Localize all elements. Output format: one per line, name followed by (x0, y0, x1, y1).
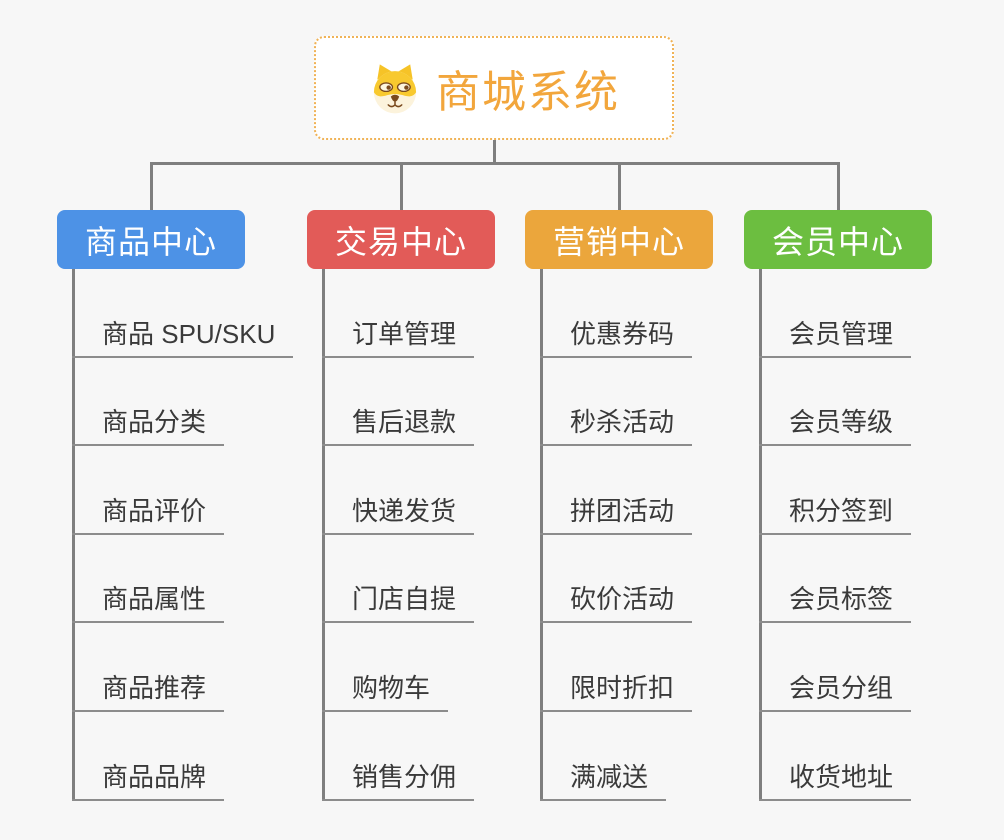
dog-face-icon (373, 64, 417, 114)
leaf-topic[interactable]: 商品分类 (72, 404, 225, 446)
branch-node-member-center[interactable]: 会员中心 (744, 210, 932, 269)
leaf-topic[interactable]: 积分签到 (759, 493, 912, 535)
connector-column-line (759, 269, 762, 801)
leaf-topic[interactable]: 拼团活动 (540, 493, 693, 535)
connector-column-line (322, 269, 325, 801)
leaf-topic[interactable]: 购物车 (322, 670, 449, 712)
leaf-topic[interactable]: 销售分佣 (322, 759, 475, 801)
leaf-topic[interactable]: 商品属性 (72, 581, 225, 623)
leaf-topic[interactable]: 收货地址 (759, 759, 912, 801)
connector-root-drop (493, 140, 496, 165)
branch-label: 交易中心 (334, 223, 467, 260)
connector-column-line (540, 269, 543, 801)
leaf-topic[interactable]: 秒杀活动 (540, 404, 693, 446)
connector-branch-drop (400, 162, 403, 210)
leaf-topic[interactable]: 商品评价 (72, 493, 225, 535)
branch-label: 营销中心 (552, 223, 685, 260)
leaf-topic[interactable]: 商品推荐 (72, 670, 225, 712)
leaf-topic[interactable]: 订单管理 (322, 316, 475, 358)
leaf-topic[interactable]: 快递发货 (322, 493, 475, 535)
branch-node-product-center[interactable]: 商品中心 (57, 210, 245, 269)
connector-horizontal (150, 162, 840, 165)
leaf-topic[interactable]: 会员分组 (759, 670, 912, 712)
leaf-topic[interactable]: 满减送 (540, 759, 667, 801)
leaf-topic[interactable]: 商品品牌 (72, 759, 225, 801)
leaf-topic[interactable]: 砍价活动 (540, 581, 693, 623)
connector-branch-drop (618, 162, 621, 210)
leaf-topic[interactable]: 售后退款 (322, 404, 475, 446)
connector-branch-drop (150, 162, 153, 210)
branch-node-trade-center[interactable]: 交易中心 (307, 210, 495, 269)
branch-label: 会员中心 (771, 223, 904, 260)
connector-column-line (72, 269, 75, 801)
branch-label: 商品中心 (84, 223, 217, 260)
connector-branch-drop (837, 162, 840, 210)
leaf-topic[interactable]: 会员标签 (759, 581, 912, 623)
leaf-topic[interactable]: 限时折扣 (540, 670, 693, 712)
leaf-topic[interactable]: 会员管理 (759, 316, 912, 358)
branch-node-marketing-center[interactable]: 营销中心 (525, 210, 713, 269)
root-label: 商城系统 (436, 68, 620, 117)
leaf-topic[interactable]: 商品 SPU/SKU (72, 316, 294, 358)
leaf-topic[interactable]: 门店自提 (322, 581, 475, 623)
root-node[interactable]: 商城系统 (314, 36, 674, 140)
leaf-topic[interactable]: 会员等级 (759, 404, 912, 446)
leaf-topic[interactable]: 优惠券码 (540, 316, 693, 358)
